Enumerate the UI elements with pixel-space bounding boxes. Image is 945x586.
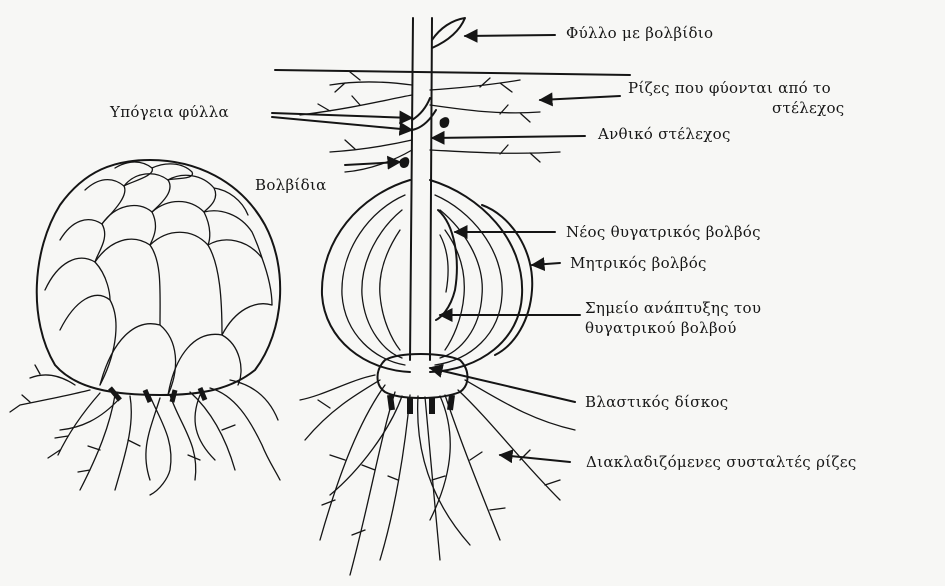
label-contractile-roots: Διακλαδιζόμενες συσταλτές ρίζες [586,452,857,472]
label-stem-roots-line2: στέλεχος [772,98,845,118]
label-flower-stem: Ανθικό στέλεχος [598,124,731,144]
label-underground-leaves: Υπόγεια φύλλα [110,102,229,122]
label-mother-bulb: Μητρικός βολβός [570,253,707,273]
label-bulbils: Βολβίδια [255,175,327,195]
label-growth-point-line1: Σημείο ανάπτυξης του [585,298,761,318]
label-leaf-with-bulbil: Φύλλο με βολβίδιο [566,23,713,43]
label-growth-point-line2: θυγατρικού βολβού [585,318,737,338]
label-basal-plate: Βλαστικός δίσκος [585,392,728,412]
bulb-cross-section-drawing [275,18,630,575]
external-bulb-drawing [10,160,280,495]
label-daughter-bulb: Νέος θυγατρικός βολβός [566,222,761,242]
label-stem-roots-line1: Ρίζες που φύονται από το [628,78,831,98]
